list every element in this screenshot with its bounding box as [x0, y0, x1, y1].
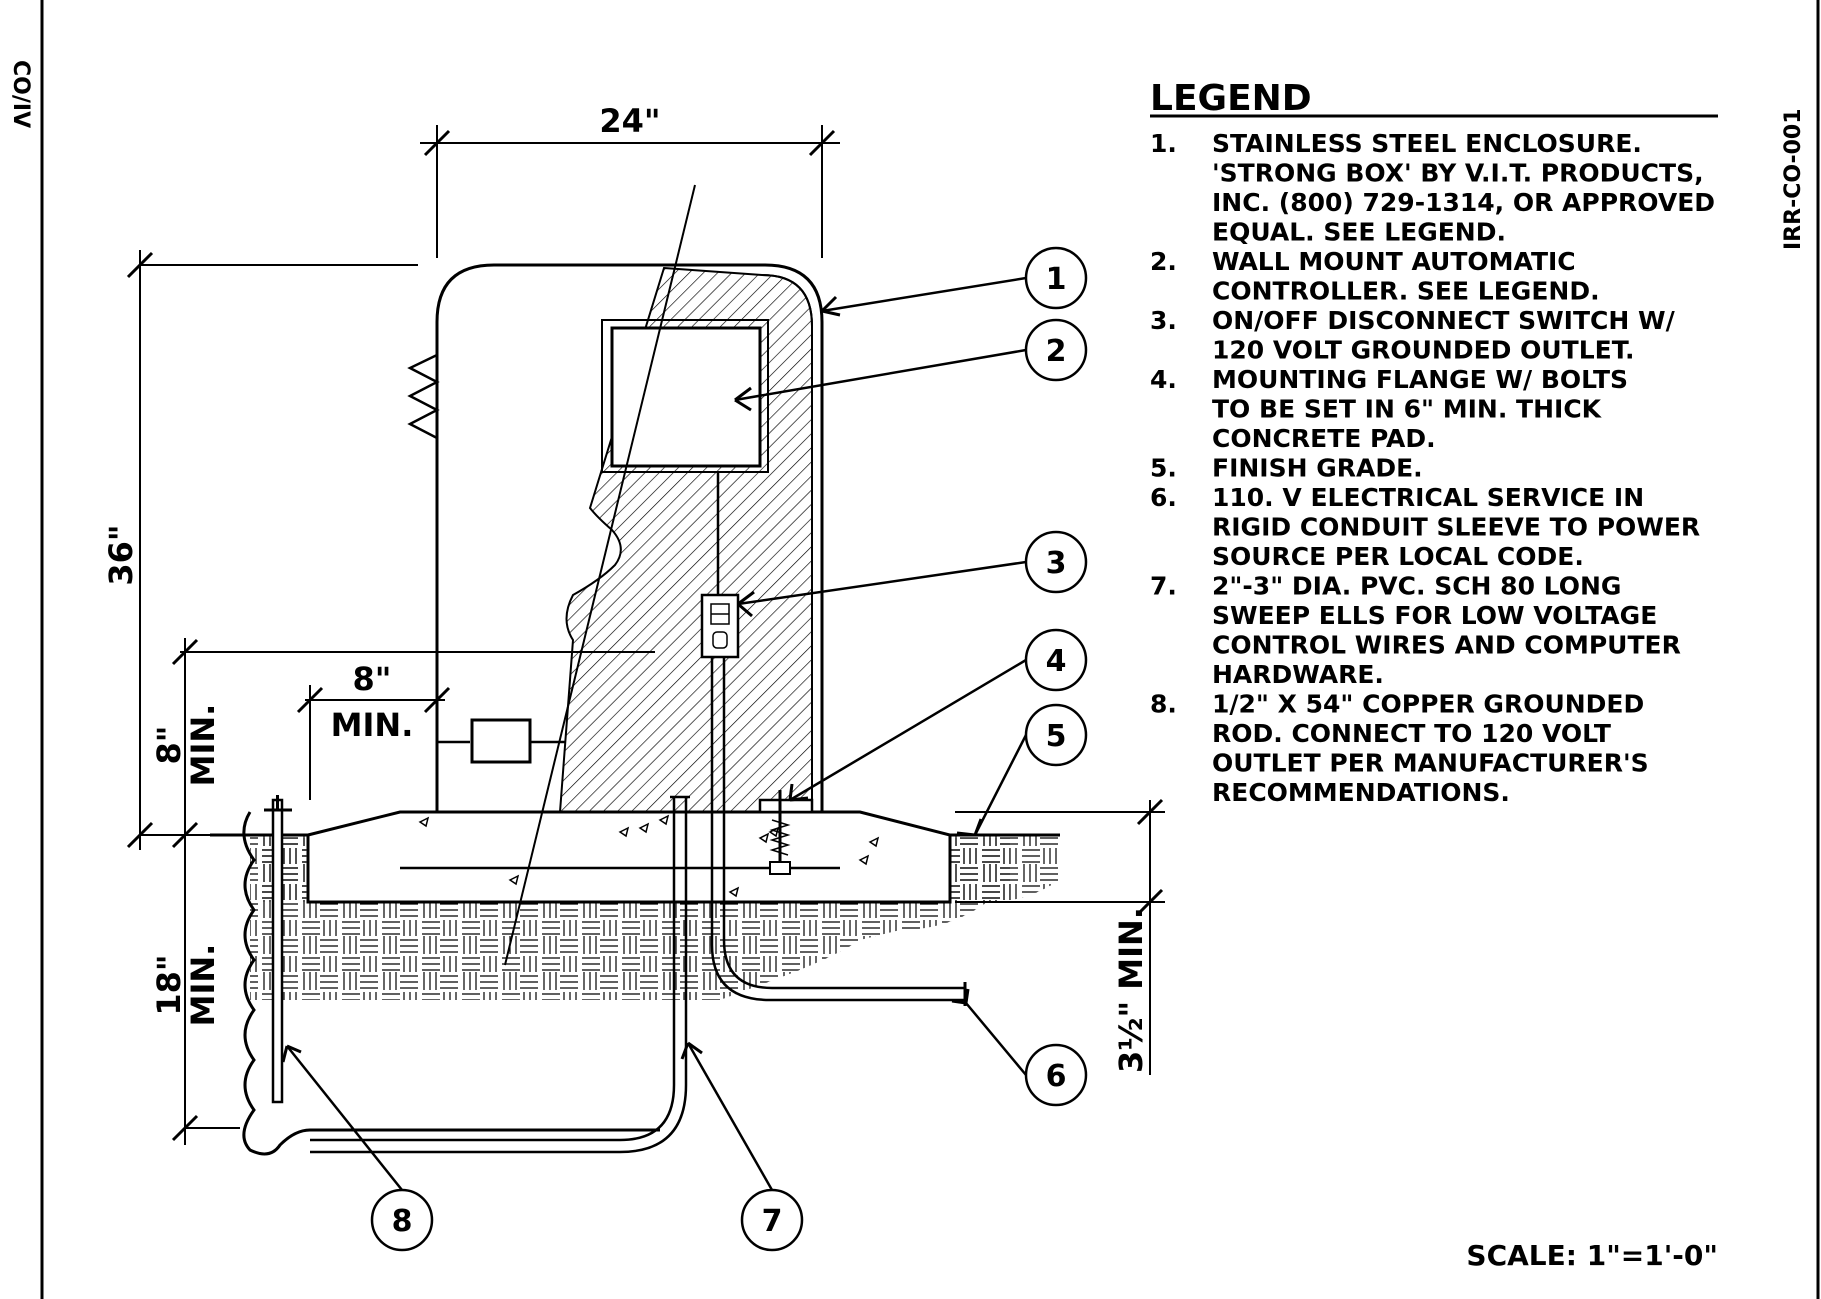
legend-item-text: ROD. CONNECT TO 120 VOLT [1212, 719, 1611, 748]
svg-text:6: 6 [1046, 1059, 1067, 1094]
controller [610, 326, 762, 468]
legend-item-text: SOURCE PER LOCAL CODE. [1212, 542, 1584, 571]
dim-right-label: 3½" MIN. [1112, 907, 1150, 1073]
legend: LEGEND 1. STAINLESS STEEL ENCLOSURE.'STRO… [1150, 78, 1718, 807]
legend-item-text: FINISH GRADE. [1212, 454, 1423, 483]
callout-1: 1 [1024, 246, 1088, 310]
leader-lines [286, 276, 1028, 1191]
legend-item-text: SWEEP ELLS FOR LOW VOLTAGE [1212, 601, 1657, 630]
legend-item-number: 4. [1150, 365, 1177, 394]
legend-item-text: 2"-3" DIA. PVC. SCH 80 LONG [1212, 572, 1621, 601]
legend-item-number: 1. [1150, 129, 1177, 158]
sweep-ell [310, 797, 688, 1154]
legend-item-text: ON/OFF DISCONNECT SWITCH W/ [1212, 306, 1676, 335]
svg-text:8: 8 [392, 1204, 413, 1239]
dim-18in-label: 18" [150, 954, 188, 1015]
drawing-code: IRR-CO-001 [1781, 108, 1806, 250]
leader-arrows [281, 295, 983, 1063]
dim-8in-vertical-label: 8" [150, 726, 188, 765]
section-break-line [504, 184, 696, 966]
side-box [470, 718, 532, 764]
enclosure [435, 263, 824, 812]
bolt-nut [769, 861, 791, 875]
svg-text:4: 4 [1046, 644, 1067, 679]
svg-text:2: 2 [1046, 334, 1067, 369]
legend-item-text: EQUAL. SEE LEGEND. [1212, 218, 1506, 247]
dim-width-label: 24" [599, 102, 660, 140]
callout-4: 4 [1024, 628, 1088, 692]
dim-18in-min: MIN. [184, 944, 222, 1027]
dim-8in-vertical-min: MIN. [184, 704, 222, 787]
legend-item-number: 8. [1150, 690, 1177, 719]
wall-break [407, 353, 440, 440]
legend-title: LEGEND [1150, 78, 1312, 119]
dim-8in-horizontal-min: MIN. [331, 706, 414, 744]
legend-item-text: 120 VOLT GROUNDED OUTLET. [1212, 336, 1635, 365]
scale-note: SCALE: 1"=1'-0" [1466, 1239, 1718, 1272]
legend-item-number: 2. [1150, 247, 1177, 276]
legend-item-text: STAINLESS STEEL ENCLOSURE. [1212, 129, 1642, 158]
soil-edge [242, 811, 660, 1156]
legend-item-number: 3. [1150, 306, 1177, 335]
switch-outlet [712, 631, 728, 649]
svg-text:3: 3 [1046, 546, 1067, 581]
callout-2: 2 [1024, 318, 1088, 382]
callout-8: 8 [370, 1188, 434, 1252]
legend-item-text: 1/2" X 54" COPPER GROUNDED [1212, 690, 1644, 719]
revision-mark: CO/IV [8, 60, 33, 128]
legend-item-number: 5. [1150, 454, 1177, 483]
dimension-lines [126, 125, 1165, 1145]
soil-right [950, 838, 1010, 902]
svg-text:5: 5 [1046, 719, 1067, 754]
legend-item-text: CONTROLLER. SEE LEGEND. [1212, 277, 1600, 306]
dim-8in-horizontal-label: 8" [353, 660, 392, 698]
legend-item-text: HARDWARE. [1212, 660, 1384, 689]
callout-6: 6 [1024, 1043, 1088, 1107]
legend-items: 1. STAINLESS STEEL ENCLOSURE.'STRONG BOX'… [1150, 129, 1715, 807]
anchor-bolt-thread [769, 819, 791, 856]
sheet-border [40, 0, 1820, 1299]
controller-frame [601, 319, 769, 473]
callout-5: 5 [1024, 703, 1088, 767]
legend-item-text: MOUNTING FLANGE W/ BOLTS [1212, 365, 1628, 394]
legend-item-number: 6. [1150, 483, 1177, 512]
legend-item-text: OUTLET PER MANUFACTURER'S [1212, 749, 1649, 778]
callout-3: 3 [1024, 530, 1088, 594]
legend-item-text: 110. V ELECTRICAL SERVICE IN [1212, 483, 1644, 512]
legend-item-text: RIGID CONDUIT SLEEVE TO POWER [1212, 513, 1700, 542]
ground-rod [271, 798, 284, 1104]
legend-item-text: WALL MOUNT AUTOMATIC [1212, 247, 1576, 276]
svg-text:7: 7 [762, 1204, 783, 1239]
svg-text:1: 1 [1046, 262, 1067, 297]
concrete-pad [306, 810, 952, 904]
legend-item-number: 7. [1150, 572, 1177, 601]
legend-item-text: RECOMMENDATIONS. [1212, 778, 1510, 807]
callout-7: 7 [740, 1188, 804, 1252]
legend-item-text: 'STRONG BOX' BY V.I.T. PRODUCTS, [1212, 159, 1704, 188]
mounting-flange [758, 798, 814, 814]
section-drawing: 1 2 3 4 5 6 7 8 24" [102, 102, 1165, 1252]
legend-item-text: CONTROL WIRES AND COMPUTER [1212, 631, 1681, 660]
legend-item-text: CONCRETE PAD. [1212, 424, 1436, 453]
dim-height-label: 36" [102, 524, 140, 585]
legend-item-text: TO BE SET IN 6" MIN. THICK [1212, 395, 1603, 424]
legend-item-text: INC. (800) 729-1314, OR APPROVED [1212, 188, 1715, 217]
electrical-conduit [710, 657, 965, 1002]
